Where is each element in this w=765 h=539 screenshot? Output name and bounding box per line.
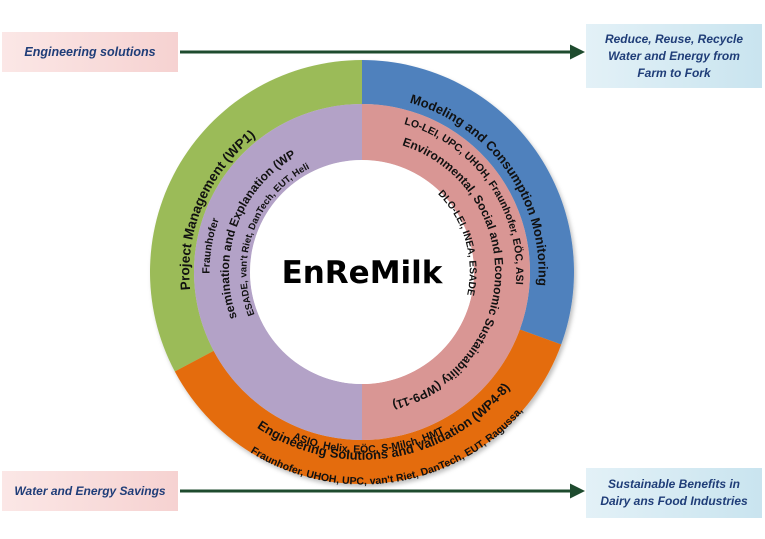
sector-wp1 [149,60,362,372]
center-title: EnReMilk [282,255,444,291]
label-engineering-solutions: Engineering solutions [2,32,178,72]
center-disc [250,160,474,384]
label-reduce-reuse-recycle: Reduce, Reuse, Recycle Water and Energy … [586,24,762,88]
label-water-energy-savings: Water and Energy Savings [2,471,178,511]
sector-wp4-8 [174,329,562,485]
sector-wp12 [194,104,362,440]
sector-wp2-3 [362,60,574,345]
label-sustainable-benefits: Sustainable Benefits in Dairy ans Food I… [586,468,762,518]
sector-wp9-11 [362,104,530,440]
